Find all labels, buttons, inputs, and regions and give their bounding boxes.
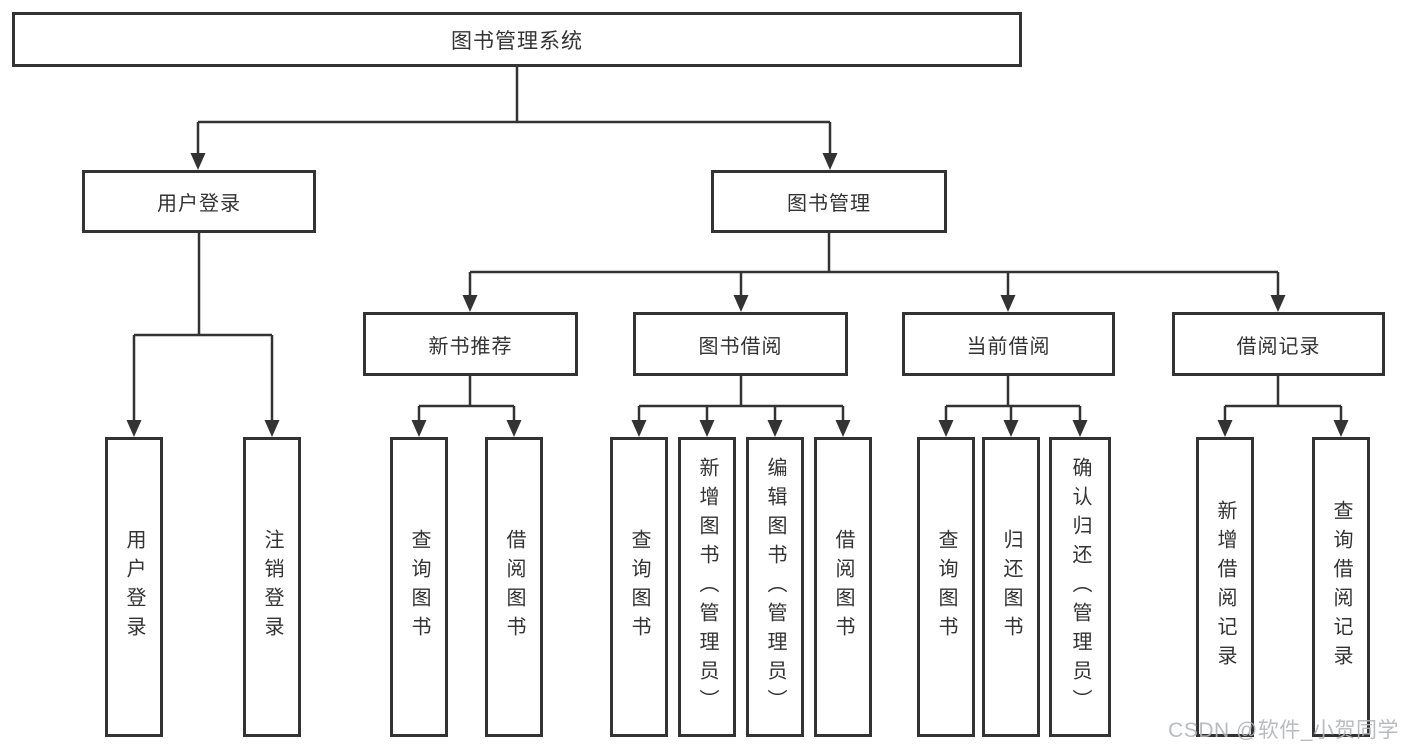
- leaf-label: 新增借阅记录: [1214, 500, 1236, 674]
- leaf-confirm-return-admin: 确认归还（管理员）: [1049, 437, 1111, 737]
- leaf-label: 查询图书: [408, 529, 430, 645]
- leaf-label: 查询图书: [935, 529, 957, 645]
- node-label: 当前借阅: [966, 335, 1051, 358]
- leaf-logout: 注销登录: [243, 437, 301, 737]
- node-new-book-recommend: 新书推荐: [363, 312, 578, 376]
- node-label: 用户登录: [157, 193, 241, 215]
- leaf-query-books-recommend: 查询图书: [390, 437, 448, 737]
- node-book-borrow: 图书借阅: [633, 312, 848, 376]
- arrowhead-icons: [126, 153, 1349, 437]
- leaf-borrow-books-recommend: 借阅图书: [485, 437, 543, 737]
- leaf-add-borrow-record: 新增借阅记录: [1196, 437, 1254, 737]
- leaf-query-borrow-record: 查询借阅记录: [1312, 437, 1370, 737]
- leaf-label: 用户登录: [123, 529, 145, 645]
- node-user-login-branch: 用户登录: [82, 170, 316, 233]
- node-label: 借阅记录: [1236, 335, 1321, 358]
- node-label: 新书推荐: [428, 335, 513, 358]
- node-book-management: 图书管理: [711, 170, 947, 233]
- leaf-label: 编辑图书（管理员）: [764, 456, 786, 718]
- leaf-label: 查询借阅记录: [1330, 500, 1352, 674]
- node-borrow-records: 借阅记录: [1172, 312, 1385, 376]
- leaf-edit-books-admin: 编辑图书（管理员）: [746, 437, 804, 737]
- leaf-label: 确认归还（管理员）: [1069, 456, 1091, 718]
- leaf-add-books-admin: 新增图书（管理员）: [678, 437, 736, 737]
- leaf-label: 借阅图书: [503, 529, 525, 645]
- leaf-label: 借阅图书: [832, 529, 854, 645]
- leaf-query-books: 查询图书: [610, 437, 668, 737]
- leaf-label: 新增图书（管理员）: [696, 456, 718, 718]
- tree-edges: [132, 67, 1343, 422]
- leaf-borrow-books: 借阅图书: [814, 437, 872, 737]
- leaf-user-login: 用户登录: [105, 437, 163, 737]
- node-label: 图书管理系统: [451, 29, 583, 53]
- node-library-management-system: 图书管理系统: [12, 12, 1022, 67]
- leaf-label: 查询图书: [628, 529, 650, 645]
- node-label: 图书管理: [787, 193, 871, 215]
- node-current-borrow: 当前借阅: [902, 312, 1115, 376]
- leaf-label: 归还图书: [1000, 529, 1022, 645]
- node-label: 图书借阅: [698, 335, 783, 358]
- leaf-return-books: 归还图书: [982, 437, 1040, 737]
- leaf-label: 注销登录: [261, 529, 283, 645]
- leaf-query-books-current: 查询图书: [917, 437, 975, 737]
